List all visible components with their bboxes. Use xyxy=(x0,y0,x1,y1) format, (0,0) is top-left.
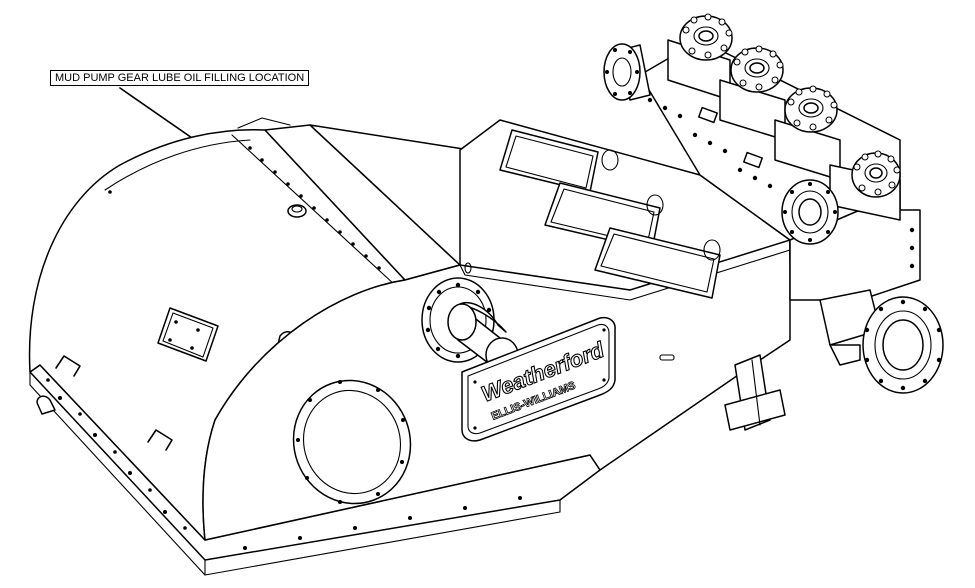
end-flange-left xyxy=(603,43,651,101)
suction-manifold xyxy=(819,289,944,394)
valve-cover xyxy=(851,150,901,198)
support-leg xyxy=(724,354,786,431)
valve-cover xyxy=(730,45,784,93)
gear-housing xyxy=(28,117,461,541)
crosshead-openings xyxy=(499,129,721,299)
discharge-flange xyxy=(781,179,839,245)
valve-cover xyxy=(679,13,733,61)
valve-cover xyxy=(784,85,838,133)
bearing-cover xyxy=(292,379,412,505)
inspection-plate xyxy=(157,307,219,362)
lifting-handle-icon xyxy=(147,429,173,451)
logo-plate: Weatherford ELLIS-WILLIAMS xyxy=(461,316,616,442)
lifting-handle-icon xyxy=(55,355,81,377)
valve-covers xyxy=(679,13,901,198)
lifting-ear-icon xyxy=(36,395,56,415)
oil-filling-callout-label: MUD PUMP GEAR LUBE OIL FILLING LOCATION xyxy=(50,70,310,86)
oil-filler-cap xyxy=(287,204,307,218)
